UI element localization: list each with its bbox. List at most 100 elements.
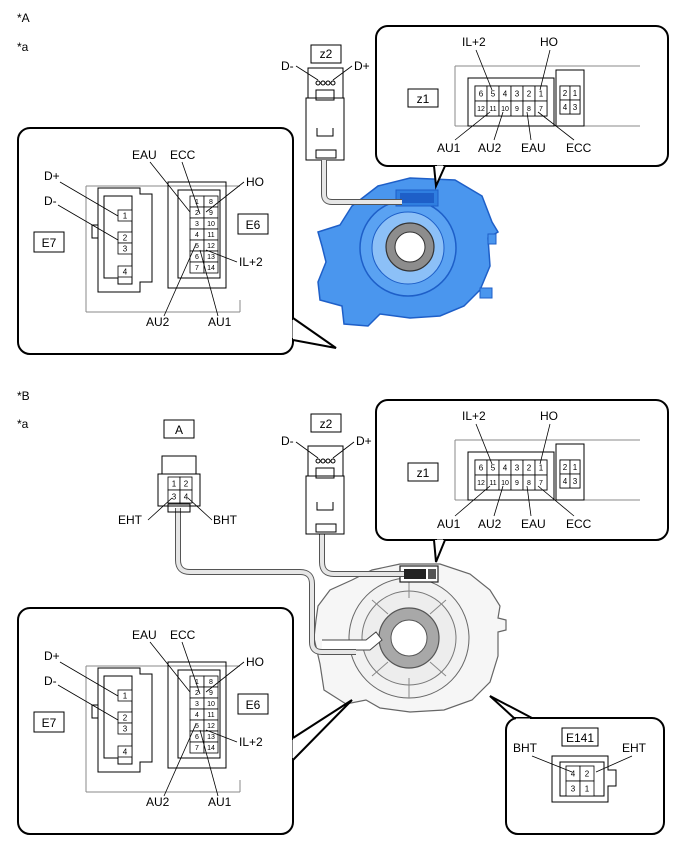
e7-pin-number: 3 [123,245,128,254]
callout-e6-a [17,127,337,355]
e141-pin-number: 3 [571,784,576,793]
z1-side-pin-number: 4 [563,477,568,486]
e7-pins-a: 1 2 3 4 [117,209,133,278]
e7-pin-number: 4 [123,268,128,277]
z1-pin-number: 9 [515,106,519,113]
e6-pin-number: 6 [195,254,199,261]
z1-b-au1: AU1 [437,517,461,531]
z2-label-box [310,44,342,64]
section-a-sub-marker: *a [17,40,29,54]
e6-pin-number: 7 [195,265,199,272]
e7-pin-cell [117,745,133,758]
e7-pin-number: 2 [123,234,128,243]
a-pin-number: 2 [184,479,189,488]
clockspring-blue [317,177,500,327]
z1-label-b: z1 [417,466,430,480]
z2-label-box-b [310,413,342,433]
e7-label-box-a [33,231,65,253]
e6-pin-number: 3 [195,221,199,228]
a-pin-number: 4 [184,492,189,501]
z1-pin-number: 3 [515,463,520,472]
z1-side-pin-cell [569,473,581,489]
z1-a-il2: IL+2 [462,35,486,49]
e6-a-eau: EAU [132,148,157,162]
e6-b-au1: AU1 [208,795,232,809]
z1-b-eau: EAU [521,517,546,531]
z1-b-ecc: ECC [566,517,592,531]
z1-pin-number: 6 [479,463,484,472]
e6-label-box-b [237,693,269,715]
e7-pin-cell [117,242,133,255]
section-b-marker: *B [17,389,30,403]
connector-z2-b [305,445,404,577]
e6-pin-number: 5 [195,243,199,250]
e7-a-d-minus: D- [44,194,57,208]
a-bht: BHT [213,513,238,527]
z1-pin-number: 1 [539,89,544,98]
e6-pin-number: 2 [195,210,199,217]
z2-label-b: z2 [320,417,333,431]
z1-side-pin-number: 3 [573,103,578,112]
a-pin-number: 1 [172,479,177,488]
z1-label-box-b [407,462,439,482]
e6-pin-number: 13 [207,254,215,261]
e141-pin-cell [579,780,595,797]
z2-b-d-minus: D- [281,434,294,448]
clockspring-outline [313,563,507,713]
e6-pin-number: 7 [195,745,199,752]
z1-label-a: z1 [417,92,430,106]
e6-b-au2: AU2 [146,795,170,809]
z2-b-d-plus: D+ [356,434,372,448]
e7-label-a: E7 [42,236,57,250]
z1-pin-number: 5 [491,89,496,98]
z1-pin-number: 6 [479,89,484,98]
z1-pin-number: 7 [539,480,543,487]
e7-pin-number: 4 [123,748,128,757]
e6-pin-number: 8 [209,199,213,206]
e6-pin-number: 14 [207,265,215,272]
z2-d-plus: D+ [354,59,370,73]
connector-z2-a [305,67,402,205]
a-label-box [163,419,195,439]
e6-a-ho: HO [246,175,264,189]
e7-pin-cell [117,265,133,278]
z1-side-pin-cell [569,99,581,115]
z1-pin-number: 4 [503,89,508,98]
z1-pin-number: 8 [527,106,531,113]
e6-a-il2: IL+2 [239,255,263,269]
e6-pin-cell [203,261,219,274]
e6-pin-number: 4 [195,232,199,239]
e6-a-ecc: ECC [170,148,196,162]
e7-label-box-b [33,711,65,733]
e6-pin-number: 3 [195,701,199,708]
e6-pin-number: 9 [209,210,213,217]
z1-a-eau: EAU [521,141,546,155]
a-pin-cell [179,489,193,504]
e7-pin-cell [117,689,133,702]
e6-pin-number: 11 [207,232,214,239]
e141-label-box [561,727,599,747]
e6-a-au1: AU1 [208,315,232,329]
e7-b-d-plus: D+ [44,649,60,663]
z1-a-ecc: ECC [566,141,592,155]
e6-a-au2: AU2 [146,315,170,329]
z1-pin-number: 4 [503,463,508,472]
z1-pin-number: 2 [527,463,532,472]
z1-side-pin-number: 4 [563,103,568,112]
e141-eht: EHT [622,741,647,755]
z1-a-au2: AU2 [478,141,502,155]
e7-pin-number: 1 [123,212,128,221]
e7-label-b: E7 [42,716,57,730]
z1-pin-number: 12 [477,480,485,487]
z1-side-pin-number: 1 [573,89,578,98]
a-label: A [175,423,183,437]
z1-b-au2: AU2 [478,517,502,531]
